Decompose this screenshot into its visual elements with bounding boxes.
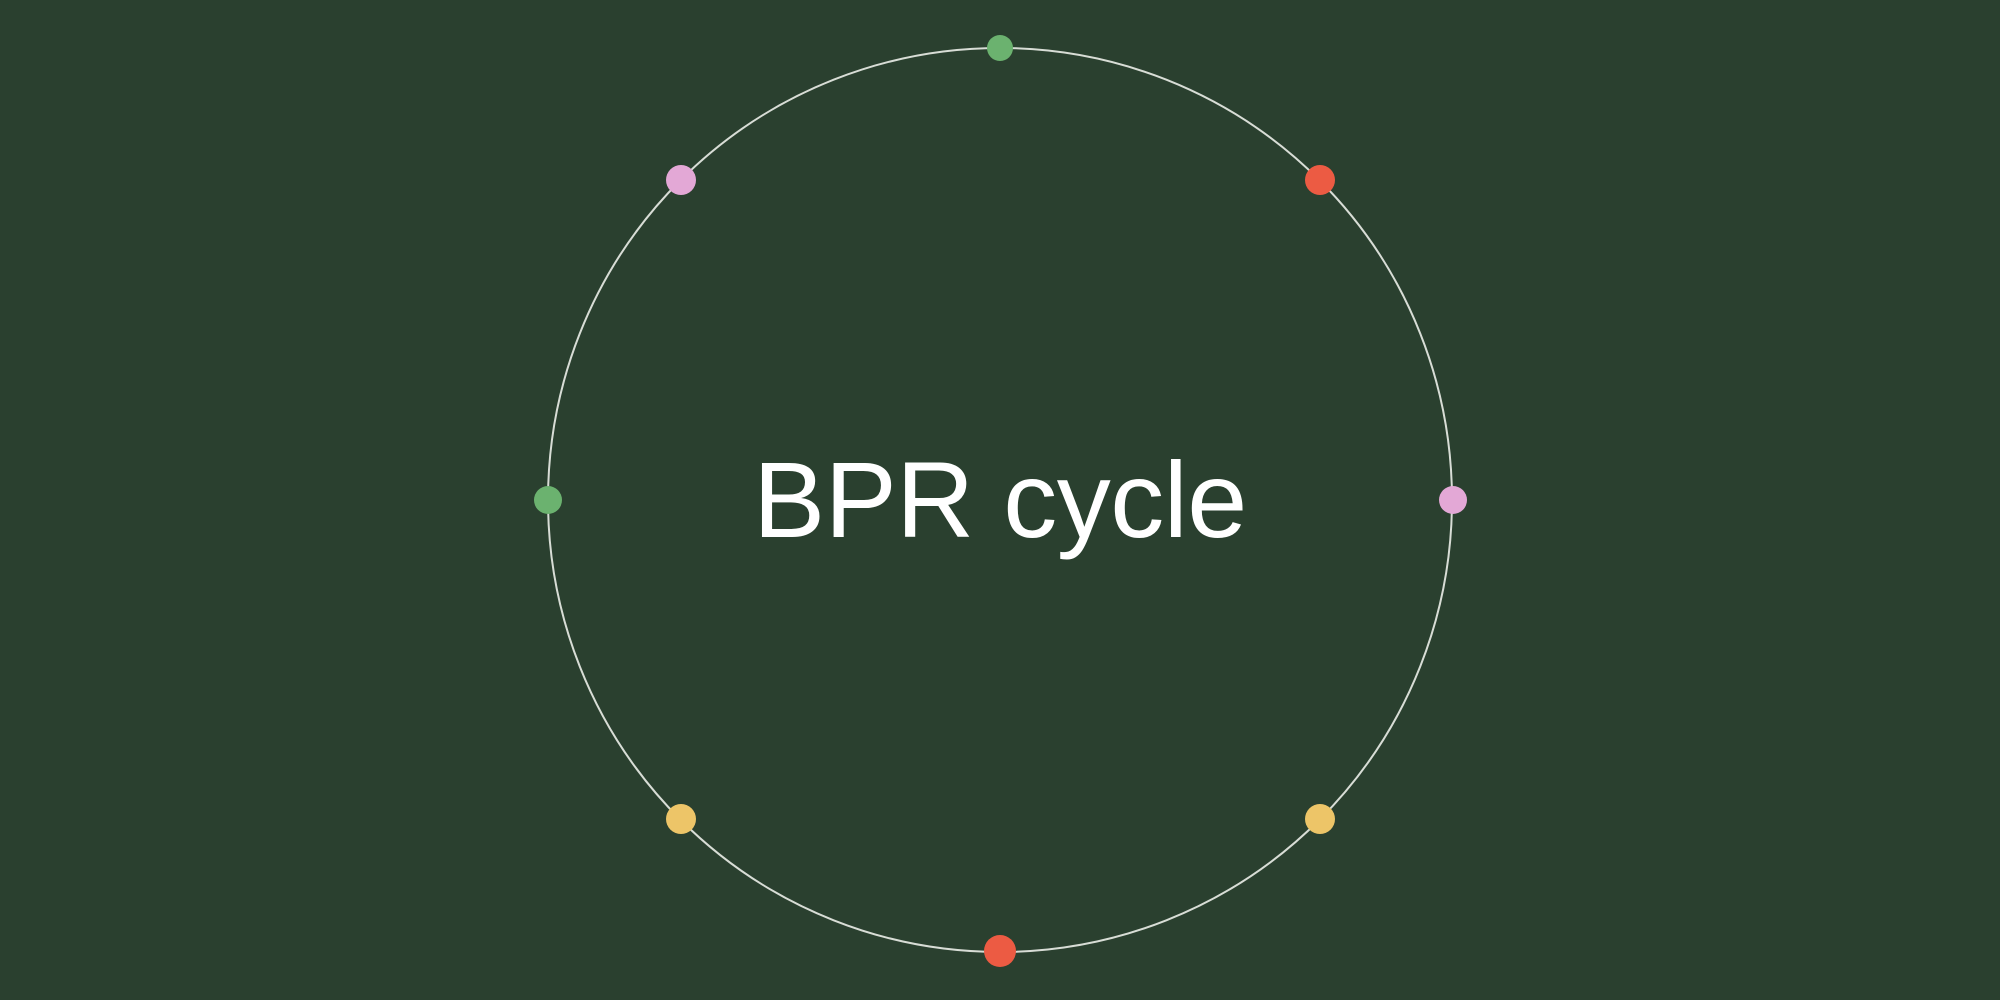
cycle-node-bottom[interactable]: [984, 935, 1016, 967]
cycle-node-left[interactable]: [534, 486, 562, 514]
cycle-node-bottom-right[interactable]: [1305, 804, 1335, 834]
cycle-node-top-right[interactable]: [1305, 165, 1335, 195]
cycle-node-top[interactable]: [987, 35, 1013, 61]
cycle-node-layer: [534, 35, 1467, 967]
cycle-node-right[interactable]: [1439, 486, 1467, 514]
cycle-node-top-left[interactable]: [666, 165, 696, 195]
cycle-node-bottom-left[interactable]: [666, 804, 696, 834]
